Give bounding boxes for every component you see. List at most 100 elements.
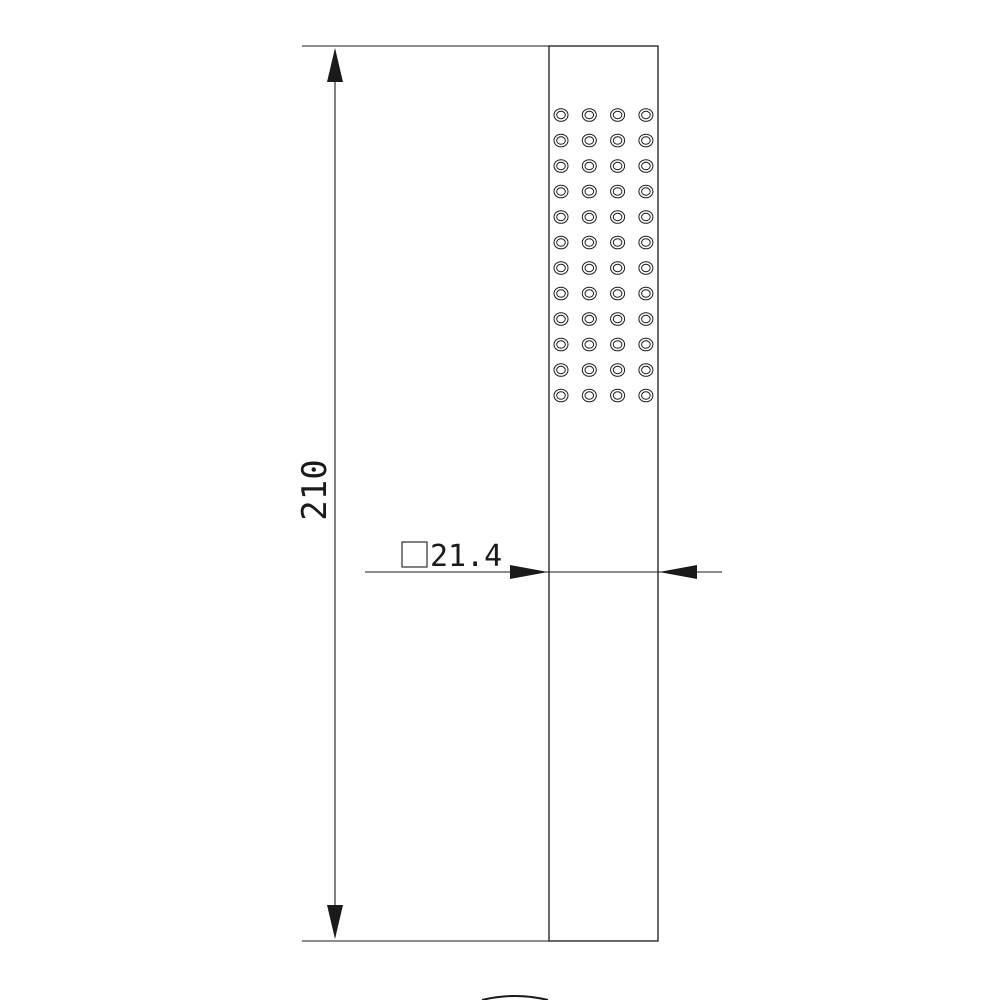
nozzle-outer: [581, 108, 597, 122]
nozzle-outer: [581, 210, 597, 224]
nozzle-outer: [610, 286, 626, 301]
nozzle-inner: [641, 263, 651, 273]
nozzle-inner: [556, 136, 566, 145]
nozzle-inner: [612, 161, 623, 171]
nozzle-outer: [610, 210, 626, 224]
nozzle-outer: [553, 159, 569, 173]
height-dimension-label: 210: [295, 459, 335, 520]
nozzle-outer: [581, 337, 597, 352]
nozzle-outer: [610, 108, 626, 122]
height-dimension: [302, 45, 549, 942]
nozzle-inner: [612, 238, 623, 247]
nozzle-outer: [553, 312, 569, 326]
nozzle-inner: [584, 187, 595, 196]
nozzle-inner: [641, 289, 651, 298]
nozzle-outer: [581, 235, 597, 250]
nozzle-outer: [610, 312, 626, 326]
nozzle-inner: [612, 212, 623, 222]
nozzle-inner: [556, 365, 566, 375]
nozzle-outer: [581, 286, 597, 301]
nozzle-inner: [641, 110, 651, 120]
nozzle-inner: [584, 289, 595, 298]
nozzle-inner: [641, 187, 651, 196]
nozzle-outer: [638, 388, 654, 403]
nozzle-outer: [581, 388, 597, 403]
nozzle-inner: [584, 238, 595, 247]
nozzle-inner: [584, 365, 595, 375]
nozzle-outer: [553, 337, 569, 352]
nozzle-outer: [638, 184, 654, 199]
nozzle-outer: [638, 159, 654, 173]
nozzle-outer: [638, 210, 654, 224]
height-arrow-top: [327, 48, 343, 82]
nozzle-outer: [553, 133, 569, 148]
nozzle-inner: [641, 365, 651, 375]
hose-connector-edge: [481, 995, 549, 1000]
nozzle-outer: [638, 235, 654, 250]
nozzle-outer: [553, 363, 569, 377]
nozzle-outer: [638, 286, 654, 301]
nozzle-inner: [641, 238, 651, 247]
nozzle-outer: [610, 388, 626, 403]
nozzle-inner: [556, 391, 566, 400]
nozzle-inner: [556, 289, 566, 298]
nozzle-outer: [581, 159, 597, 173]
nozzle-outer: [581, 312, 597, 326]
nozzle-inner: [641, 161, 651, 171]
nozzle-inner: [641, 391, 651, 400]
nozzle-outer: [553, 286, 569, 301]
nozzle-inner: [556, 212, 566, 222]
nozzle-inner: [584, 263, 595, 273]
nozzle-inner: [584, 340, 595, 349]
nozzle-inner: [556, 263, 566, 273]
nozzle-outer: [638, 337, 654, 352]
nozzle-inner: [612, 391, 623, 400]
nozzle-outer: [553, 261, 569, 275]
nozzle-inner: [584, 212, 595, 222]
spray-nozzle-grid: [553, 108, 654, 403]
width-dimension-label: 21.4: [430, 539, 502, 574]
width-arrow-left: [510, 565, 548, 579]
nozzle-inner: [641, 314, 651, 324]
nozzle-inner: [556, 187, 566, 196]
nozzle-inner: [556, 314, 566, 324]
product-outline: [548, 45, 659, 942]
nozzle-outer: [610, 363, 626, 377]
nozzle-outer: [610, 133, 626, 148]
nozzle-outer: [610, 337, 626, 352]
nozzle-inner: [556, 340, 566, 349]
nozzle-inner: [584, 161, 595, 171]
nozzle-outer: [610, 261, 626, 275]
width-dimension: [365, 565, 722, 579]
nozzle-inner: [641, 136, 651, 145]
nozzle-inner: [612, 263, 623, 273]
height-arrow-bottom: [327, 905, 343, 939]
nozzle-outer: [581, 184, 597, 199]
nozzle-outer: [553, 388, 569, 403]
nozzle-outer: [638, 312, 654, 326]
nozzle-outer: [553, 108, 569, 122]
nozzle-outer: [581, 261, 597, 275]
nozzle-inner: [641, 340, 651, 349]
nozzle-inner: [612, 365, 623, 375]
nozzle-inner: [584, 314, 595, 324]
nozzle-outer: [638, 108, 654, 122]
nozzle-inner: [556, 110, 566, 120]
handle-body: [548, 45, 659, 942]
nozzle-inner: [612, 289, 623, 298]
nozzle-outer: [581, 363, 597, 377]
nozzle-inner: [612, 136, 623, 145]
nozzle-outer: [610, 235, 626, 250]
nozzle-outer: [553, 235, 569, 250]
square-section-symbol: [401, 541, 428, 568]
nozzle-inner: [612, 314, 623, 324]
nozzle-inner: [612, 340, 623, 349]
nozzle-outer: [553, 210, 569, 224]
nozzle-outer: [638, 133, 654, 148]
nozzle-inner: [612, 110, 623, 120]
width-arrow-right: [659, 565, 697, 579]
nozzle-inner: [556, 238, 566, 247]
nozzle-inner: [584, 136, 595, 145]
nozzle-outer: [638, 363, 654, 377]
